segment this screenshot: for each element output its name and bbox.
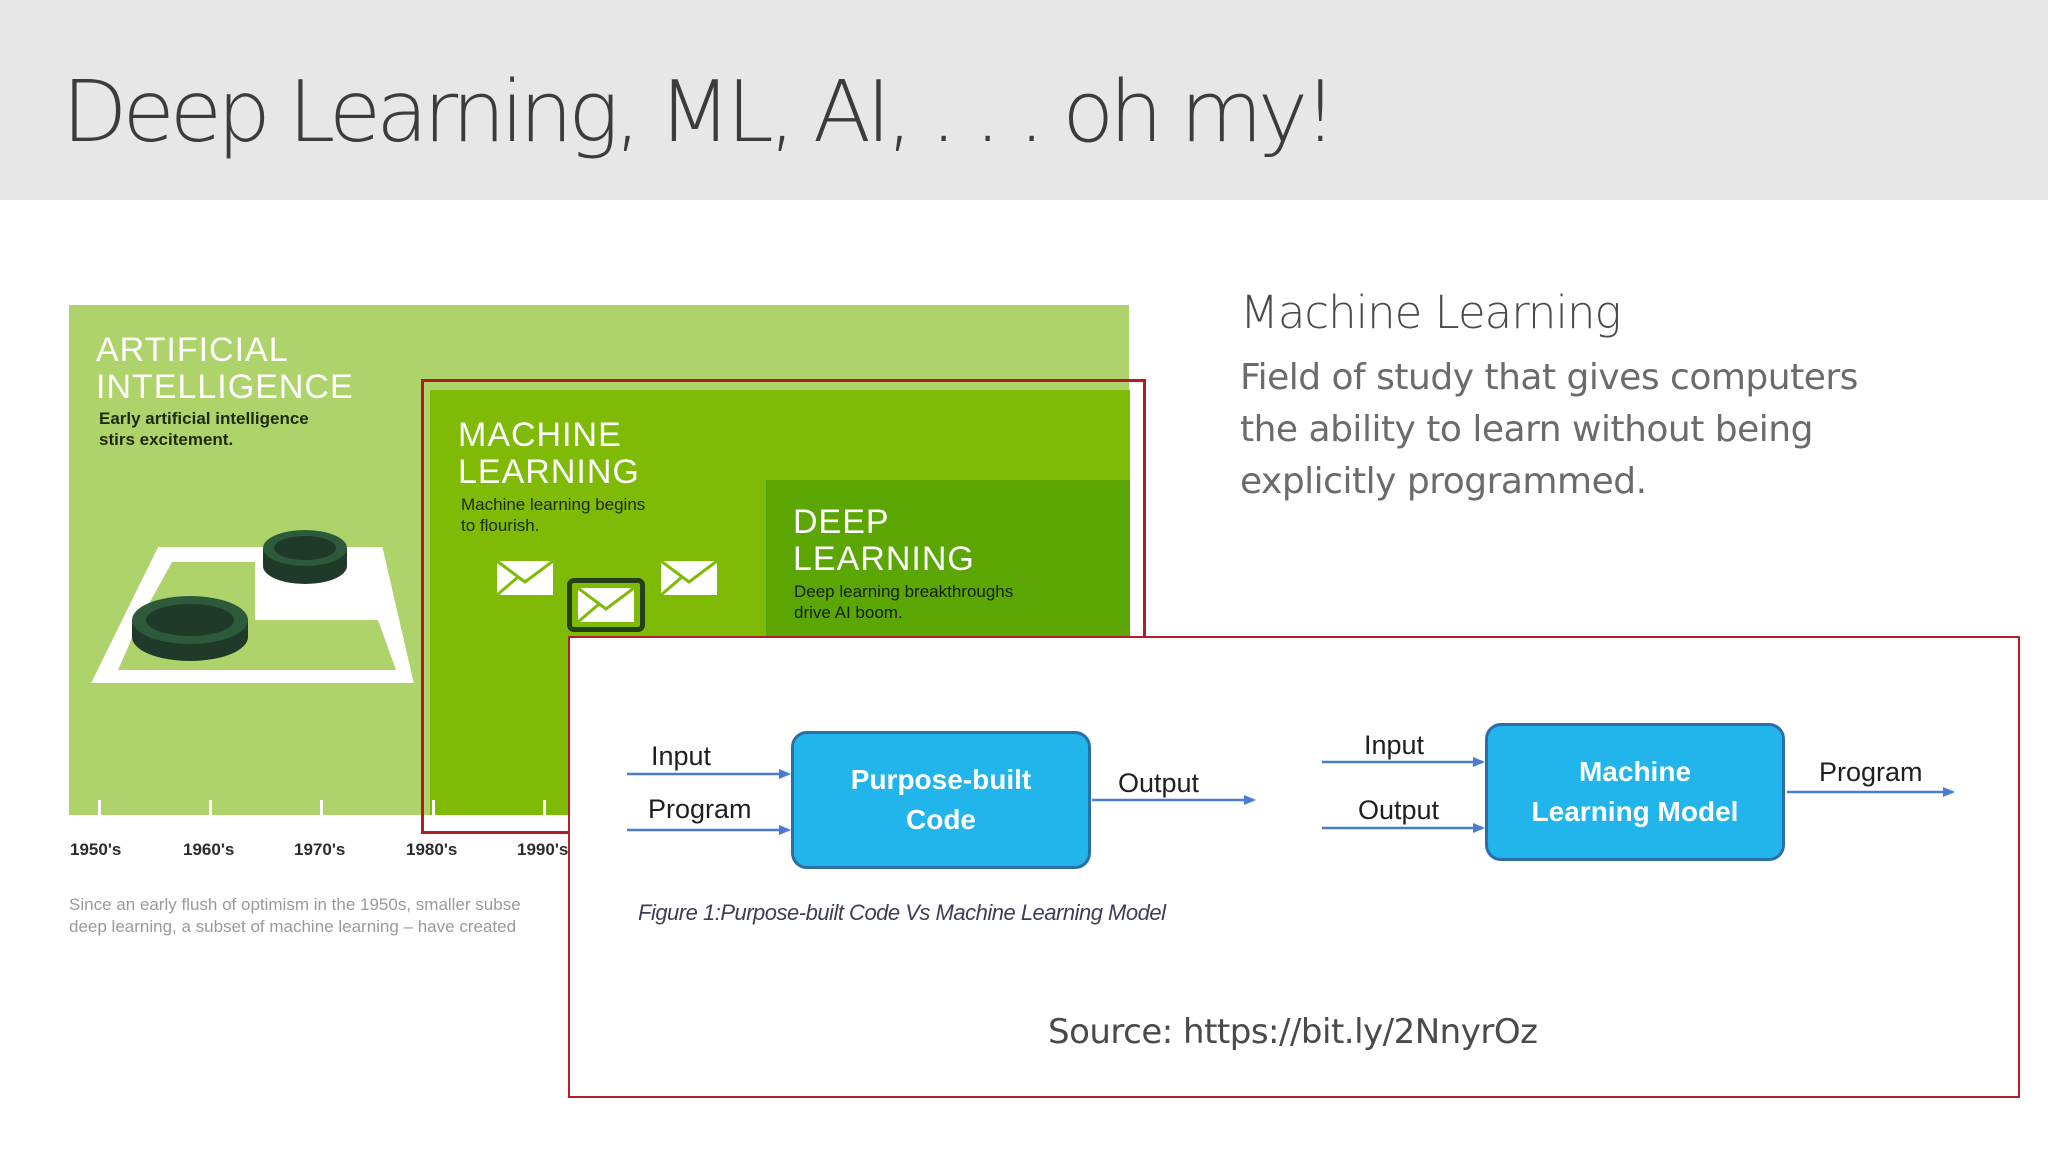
ml-title-line2: LEARNING bbox=[458, 453, 640, 491]
definition-line3: explicitly programmed. bbox=[1240, 461, 1647, 502]
timeline-label: 1960's bbox=[183, 840, 235, 859]
checkers-board-icon bbox=[91, 530, 414, 683]
dl-title-line2: LEARNING bbox=[793, 540, 975, 578]
dl-title: DEEP LEARNING bbox=[793, 504, 975, 578]
definition-line2: the ability to learn without being bbox=[1240, 409, 1813, 450]
envelope-icon bbox=[660, 560, 718, 596]
right-input-label: Input bbox=[1364, 730, 1425, 760]
timeline-label: 1980's bbox=[406, 840, 458, 859]
right-output-label: Output bbox=[1358, 795, 1440, 825]
dl-subtitle-line2: drive AI boom. bbox=[794, 603, 903, 622]
timeline-label: 1990's bbox=[517, 840, 569, 859]
caption-line1: Since an early flush of optimism in the … bbox=[69, 895, 521, 914]
dl-title-line1: DEEP bbox=[793, 503, 890, 541]
caption-line2: deep learning, a subset of machine learn… bbox=[69, 917, 517, 936]
left-program-label: Program bbox=[648, 794, 752, 824]
purpose-built-code-line2: Code bbox=[906, 804, 976, 835]
purpose-built-code-line1: Purpose-built bbox=[850, 764, 1032, 795]
left-input-label: Input bbox=[651, 741, 712, 771]
figure-caption: Figure 1:Purpose-built Code Vs Machine L… bbox=[638, 900, 1166, 925]
ai-title-line2: INTELLIGENCE bbox=[96, 368, 354, 406]
machine-learning-model-box: Machine Learning Model bbox=[1485, 723, 1785, 861]
right-program-label: Program bbox=[1819, 757, 1923, 787]
selected-envelope-icon bbox=[567, 578, 645, 632]
ml-title: MACHINE LEARNING bbox=[458, 417, 640, 491]
source-citation: Source: https://bit.ly/2NnyrOz bbox=[1048, 1012, 1538, 1052]
ai-subtitle-line2: stirs excitement. bbox=[99, 430, 234, 449]
ai-subtitle-line1: Early artificial intelligence bbox=[99, 409, 309, 428]
illustration-caption: Since an early flush of optimism in the … bbox=[69, 894, 569, 938]
left-output-label: Output bbox=[1118, 768, 1200, 798]
dl-subtitle-line1: Deep learning breakthroughs bbox=[794, 582, 1014, 601]
ml-title-line1: MACHINE bbox=[458, 416, 622, 454]
ml-model-line2: Learning Model bbox=[1531, 796, 1739, 827]
checker-piece-right bbox=[263, 530, 347, 584]
envelope-icon bbox=[496, 560, 554, 596]
ai-title-line1: ARTIFICIAL bbox=[96, 331, 289, 369]
timeline-label: 1950's bbox=[70, 840, 122, 859]
purpose-built-code-box: Purpose-built Code bbox=[791, 731, 1091, 869]
definition-text: Field of study that gives computers the … bbox=[1240, 352, 1860, 508]
ml-subtitle-line2: to flourish. bbox=[461, 516, 540, 535]
title-band bbox=[0, 0, 2048, 200]
ai-subtitle: Early artificial intelligence stirs exci… bbox=[99, 408, 309, 450]
ml-subtitle-line1: Machine learning begins bbox=[461, 495, 646, 514]
slide-title: Deep Learning, ML, AI, . . . oh my! bbox=[62, 63, 1337, 162]
ai-title: ARTIFICIAL INTELLIGENCE bbox=[96, 332, 354, 406]
checker-piece-left bbox=[132, 596, 248, 661]
dl-subtitle: Deep learning breakthroughs drive AI boo… bbox=[794, 581, 1013, 623]
definition-heading: Machine Learning bbox=[1240, 286, 1621, 339]
ml-subtitle: Machine learning begins to flourish. bbox=[461, 494, 645, 536]
timeline-label: 1970's bbox=[294, 840, 346, 859]
definition-line1: Field of study that gives computers bbox=[1240, 357, 1858, 398]
ml-model-line1: Machine bbox=[1578, 756, 1692, 787]
